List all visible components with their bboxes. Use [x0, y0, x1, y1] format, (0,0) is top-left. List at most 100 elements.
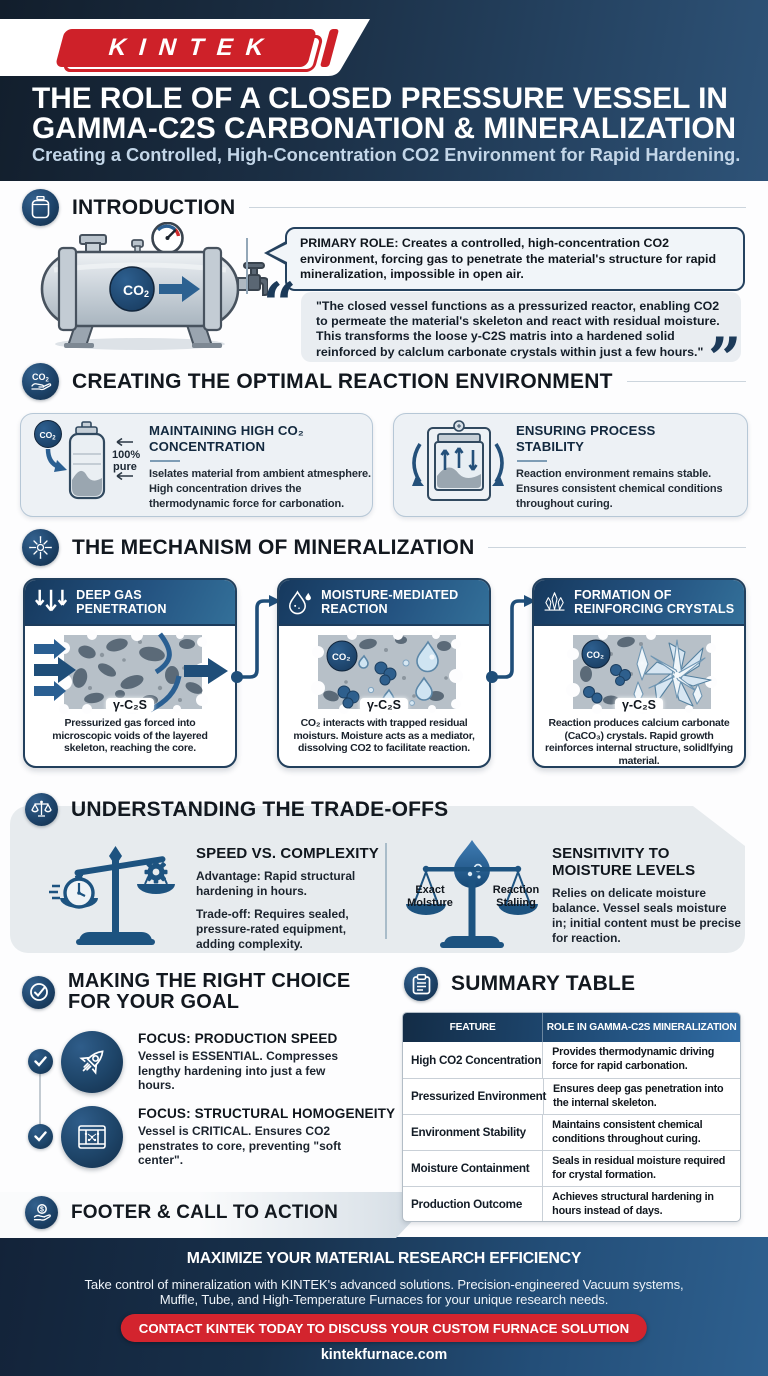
svg-text:pure: pure: [113, 461, 137, 473]
intro-heading: INTRODUCTION: [72, 195, 236, 219]
role-cell: Maintains consistent chemical conditions…: [552, 1118, 703, 1145]
tradeoff-right-title: SENSITIVITY TO MOISTURE LEVELS: [552, 845, 696, 879]
advantage-text: Rapid structural hardening in hours.: [196, 869, 356, 898]
mech-card-crystals: FORMATION OF REINFORCING CRYSTALS CO₂: [532, 578, 746, 768]
environment-heading: CREATING THE OPTIMAL REACTION ENVIRONMEN…: [72, 369, 613, 393]
mech-card-title: FORMATION OF REINFORCING CRYSTALS: [574, 587, 735, 616]
role-cell: Achieves structural hardening in hours i…: [552, 1190, 714, 1217]
gas-penetration-illustration: [34, 630, 228, 714]
environment-rule: [626, 381, 746, 382]
logo-text: KINTEK: [105, 34, 280, 61]
tradeoff-label: Trade-off:: [196, 907, 251, 921]
website-link[interactable]: kintekfurnace.com: [320, 1347, 448, 1363]
summary-table-header: FEATURE ROLE IN GAMMA-C2S MINERALIZATION: [403, 1013, 740, 1042]
svg-text:CO2: CO2: [32, 372, 50, 384]
burst-icon: [22, 529, 59, 566]
scale-icon: [25, 793, 58, 826]
flow-connector-arrow: [231, 595, 281, 683]
down-arrows-icon: [35, 589, 68, 612]
mech-card-header: DEEP GAS PENETRATION: [25, 580, 235, 626]
title-line1: THE ROLE OF A CLOSED PRESSURE VESSEL IN: [32, 82, 728, 115]
check-icon: [28, 1124, 53, 1149]
summary-heading: SUMMARY TABLE: [451, 972, 636, 995]
pan-label-right: Reaction Staliing: [492, 884, 540, 909]
mechanism-rule: [488, 547, 746, 548]
droplet-icon: [289, 590, 311, 615]
choice-section-header: MAKING THE RIGHT CHOICE FOR YOUR GOAL: [22, 971, 382, 1013]
feature-cell: Environment Stability: [403, 1115, 544, 1150]
choice-body-rest: Ensures CO2 penstrates to core, preventi…: [138, 1124, 342, 1168]
intro-quote: "The closed vessel functions as a pressu…: [301, 292, 741, 362]
choice-connector-line: [39, 1074, 41, 1129]
rocket-icon: [61, 1031, 123, 1093]
crystal-formation-illustration: CO₂: [566, 630, 717, 714]
table-row: Pressurized Environment Ensures deep gas…: [403, 1078, 740, 1114]
choice-heading-line2: FOR YOUR GOAL: [68, 991, 240, 1013]
intro-section-header: INTRODUCTION: [22, 189, 748, 226]
mech-card-title: DEEP GAS PENETRATION: [76, 587, 167, 616]
svg-text:$: $: [40, 1206, 44, 1213]
check-icon: [28, 1049, 53, 1074]
choice-heading-line1: MAKING THE RIGHT CHOICE: [68, 970, 351, 992]
summary-col-role: ROLE IN GAMMA-C2S MINERALIZATION: [546, 1022, 737, 1033]
structure-icon: [61, 1106, 123, 1168]
moisture-reaction-illustration: CO₂: [311, 630, 463, 714]
mech-card-caption: Pressurized gas forced into microscopic …: [52, 717, 208, 754]
table-row: High CO2 Concentration Provides thermody…: [403, 1042, 740, 1078]
tradeoff-right-body: Relies on delicate moisture balance. Ves…: [552, 886, 741, 945]
header: KINTEK THE ROLE OF A CLOSED PRESSURE VES…: [0, 0, 768, 181]
choice-item-title: FOCUS: STRUCTURAL HOMOGENEITY: [138, 1106, 396, 1121]
footer-text-line2: Muffle, Tube, and High-Temperature Furna…: [159, 1292, 609, 1307]
svg-text:CO₂: CO₂: [587, 650, 605, 660]
env-card-underline: [150, 460, 180, 462]
kintek-logo: KINTEK: [54, 29, 318, 67]
svg-text:100%: 100%: [112, 449, 140, 461]
choice-body-bold: CRITICAL.: [192, 1124, 252, 1138]
svg-text:CO2: CO2: [123, 282, 149, 299]
env-card-body: Iselates material from ambient atmespher…: [149, 468, 372, 511]
hand-coin-icon: $: [25, 1196, 58, 1229]
flow-connector-arrow: [486, 595, 536, 683]
env-card-stability: ENSURING PROCESS STABILITY Reaction envi…: [393, 413, 748, 517]
footer-label-band: [0, 1192, 440, 1238]
callout-connector-line: [246, 238, 248, 294]
mech-card-moisture: MOISTURE-MEDIATED REACTION: [277, 578, 491, 768]
vessel-icon: [22, 189, 59, 226]
mech-card-caption: Reaction produces calcium carbonate (CaC…: [545, 717, 733, 767]
mech-card-penetration: DEEP GAS PENETRATION: [23, 578, 237, 768]
co2-canister-illustration: CO2 100% pure: [34, 420, 140, 500]
stable-chamber-illustration: [412, 420, 504, 501]
check-badge-icon: [22, 975, 55, 1009]
clipboard-icon: [404, 967, 438, 1001]
role-cell: Ensures deep gas penetration into the in…: [553, 1082, 724, 1109]
choice-item-body: Vessel is ESSENTIAL. Compresses lengthy …: [138, 1049, 346, 1093]
feature-cell: Pressurized Environment: [403, 1079, 546, 1114]
role-cell: Seals in residual moisture required for …: [552, 1154, 726, 1181]
tradeoff-left-title: SPEED VS. COMPLEXITY: [196, 845, 379, 862]
table-row: Production Outcome Achieves structural h…: [403, 1186, 740, 1221]
mechanism-section-header: THE MECHANISM OF MINERALIZATION: [22, 529, 748, 566]
material-label: γ-C₂S: [359, 698, 409, 712]
choice-item-title: FOCUS: PRODUCTION SPEED: [138, 1031, 338, 1046]
mechanism-heading: THE MECHANISM OF MINERALIZATION: [72, 535, 475, 559]
pan-label-left: Exact Molsture: [407, 884, 453, 909]
choice-body-prefix: Vessel is: [138, 1124, 193, 1138]
svg-text:CO2: CO2: [40, 430, 57, 442]
env-card-title: MAINTAINING HIGH CO₂ CONCENTRATION: [149, 423, 304, 454]
footer-label: FOOTER & CALL TO ACTION: [71, 1201, 339, 1223]
env-card-underline: [517, 460, 547, 462]
contact-button[interactable]: CONTACT KINTEK TODAY TO DISCUSS YOUR CUS…: [120, 1314, 648, 1342]
primary-role-callout: PRIMARY ROLE: Creates a controlled, high…: [285, 227, 745, 291]
mech-card-header: MOISTURE-MEDIATED REACTION: [279, 580, 489, 626]
open-quote-icon: “: [263, 270, 297, 338]
mech-card-caption: CO₂ interacts with trapped residual mois…: [293, 717, 475, 754]
footer-text-line1: Take control of mineralization with KINT…: [84, 1277, 684, 1292]
env-card-title: ENSURING PROCESS STABILITY: [516, 423, 656, 454]
tradeoffs-section-header: UNDERSTANDING THE TRADE-OFFS: [25, 793, 725, 826]
tradeoff-right-block: SENSITIVITY TO MOISTURE LEVELS Relies on…: [552, 845, 744, 946]
tradeoff-text: Requires sealed, pressure-rated equipmen…: [196, 907, 349, 951]
feature-cell: High CO2 Concentration: [403, 1042, 544, 1078]
footer: MAXIMIZE YOUR MATERIAL RESEARCH EFFICIEN…: [0, 1237, 768, 1376]
pressure-vessel-illustration: CO2: [40, 222, 268, 350]
